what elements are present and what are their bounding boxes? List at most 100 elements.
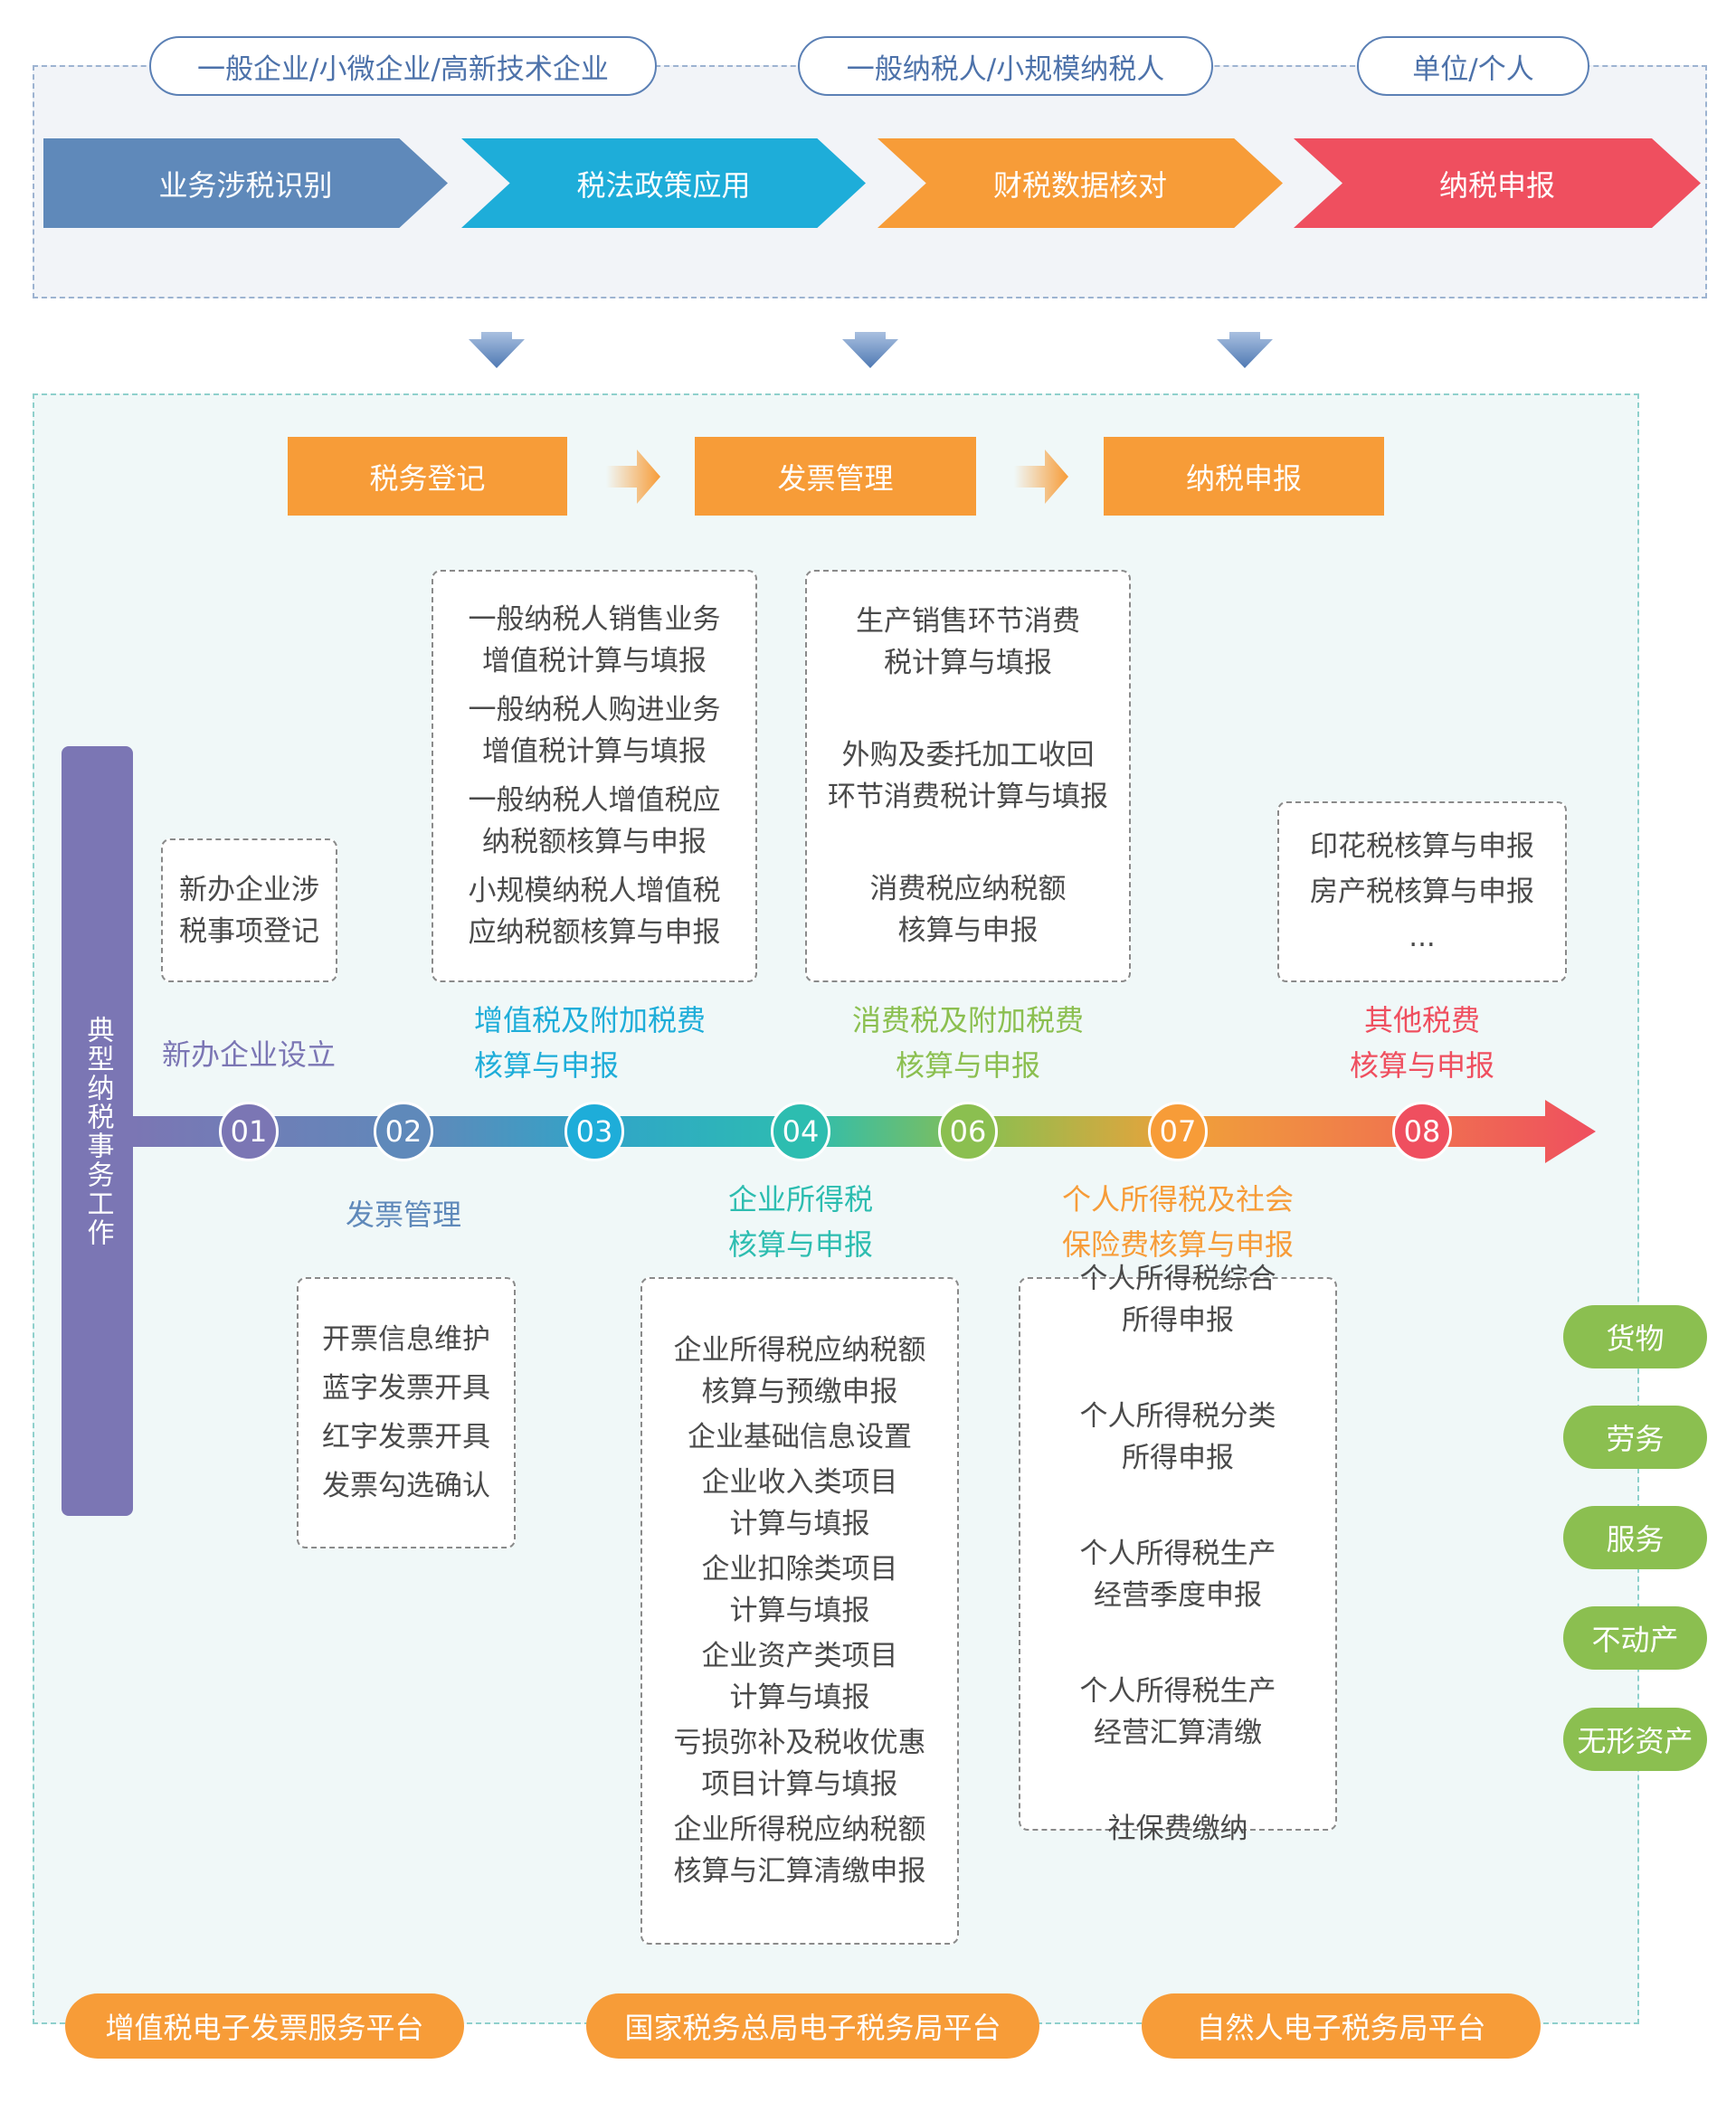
down-arrow-icon (1217, 332, 1273, 368)
timeline-label-line: 核算与申报 (895, 1048, 1040, 1083)
timeline-label-line: 核算与申报 (474, 1048, 620, 1083)
category-real-estate: 不动产 (1563, 1606, 1707, 1670)
card-item: ... (1279, 916, 1565, 958)
card-item-line: 消费税应纳税额 (869, 873, 1067, 905)
chevron-step-declare: 纳税申报 (1294, 138, 1701, 228)
card-item: 开票信息维护 (299, 1319, 514, 1360)
timeline-label-06: 消费税及附加税费核算与申报 (787, 998, 1149, 1088)
card-item-line: 经营汇算清缴 (1094, 1717, 1262, 1749)
card-item: 一般纳税人购进业务增值税计算与填报 (433, 689, 755, 772)
chevron-label: 纳税申报 (1438, 167, 1555, 203)
timeline-label-line: 新办企业设立 (161, 1037, 336, 1072)
card-item-line: 项目计算与填报 (701, 1768, 898, 1801)
card-item-line: 企业基础信息设置 (688, 1421, 912, 1453)
timeline-label-line: 核算与申报 (1349, 1048, 1494, 1083)
right-arrow-icon (1014, 450, 1068, 504)
card-item-line: 所得申报 (1122, 1442, 1234, 1474)
enterprise-type-tag: 一般企业/小微企业/高新技术企业 (149, 36, 657, 96)
card-item-line: 一般纳税人增值税应 (468, 784, 721, 817)
timeline-label-line: 核算与申报 (727, 1227, 873, 1262)
timeline-label-line: 增值税及附加税费 (474, 1003, 707, 1037)
timeline-label-line: 消费税及附加税费 (851, 1003, 1084, 1037)
card-item: 企业收入类项目计算与填报 (642, 1462, 957, 1545)
card-item-line: 外购及委托加工收回 (841, 739, 1095, 772)
card-item: 亏损弥补及税收优惠项目计算与填报 (642, 1722, 957, 1805)
card-item-line: ... (1409, 921, 1436, 953)
card-item: 企业资产类项目计算与填报 (642, 1635, 957, 1719)
card-item: 消费税应纳税额核算与申报 (807, 868, 1129, 952)
card-item-line: 计算与填报 (729, 1595, 870, 1627)
card-item: 个人所得税生产经营汇算清缴 (1020, 1671, 1335, 1754)
card-item: 企业扣除类项目计算与填报 (642, 1548, 957, 1632)
stage-tax-registration: 税务登记 (288, 437, 567, 516)
taxpayer-type-tag: 一般纳税人/小规模纳税人 (798, 36, 1213, 96)
card-item-line: 企业收入类项目 (701, 1466, 898, 1499)
card-item: 企业所得税应纳税额核算与预缴申报 (642, 1330, 957, 1413)
card-item-line: 发票勾选确认 (322, 1470, 490, 1502)
card-item-line: 企业所得税应纳税额 (673, 1813, 926, 1846)
card-item: 个人所得税生产经营季度申报 (1020, 1533, 1335, 1616)
timeline-node-06: 06 (938, 1102, 998, 1161)
card-item-line: 纳税额核算与申报 (482, 826, 707, 858)
taxpayer-type-label: 一般纳税人/小规模纳税人 (846, 52, 1165, 86)
card-item: 外购及委托加工收回环节消费税计算与填报 (807, 734, 1129, 818)
card-item: 蓝字发票开具 (299, 1368, 514, 1409)
card-item-line: 税计算与填报 (884, 647, 1052, 679)
timeline-node-08: 08 (1392, 1102, 1452, 1161)
card-item-line: 社保费缴纳 (1107, 1813, 1248, 1845)
card-item-line: 增值税计算与填报 (482, 735, 707, 768)
stage-label: 纳税申报 (1185, 460, 1302, 496)
card-item-line: 开票信息维护 (322, 1323, 490, 1356)
card-item: 印花税核算与申报 (1279, 826, 1565, 867)
platform-label: 国家税务总局电子税务局平台 (624, 2011, 1001, 2045)
card-personal-income-tax: 个人所得税综合所得申报个人所得税分类所得申报个人所得税生产经营季度申报个人所得税… (1019, 1263, 1337, 1845)
card-item-line: 蓝字发票开具 (322, 1372, 490, 1405)
platform-label: 增值税电子发票服务平台 (105, 2011, 424, 2045)
platform-label: 自然人电子税务局平台 (1196, 2011, 1486, 2045)
card-item: 小规模纳税人增值税应纳税额核算与申报 (433, 870, 755, 953)
card-item-line: 企业所得税应纳税额 (673, 1334, 926, 1367)
category-labor: 劳务 (1563, 1406, 1707, 1469)
card-item-line: 新办企业涉 (179, 873, 319, 906)
right-arrow-icon (606, 450, 660, 504)
card-item-line: 个人所得税综合 (1079, 1263, 1276, 1295)
timeline-label-01: 新办企业设立 (68, 1032, 430, 1077)
down-arrow-icon (469, 332, 525, 368)
card-item: 发票勾选确认 (299, 1465, 514, 1507)
card-item: 个人所得税分类所得申报 (1020, 1396, 1335, 1479)
platform-vat-invoice: 增值税电子发票服务平台 (65, 1993, 464, 2059)
chevron-step-verify: 财税数据核对 (877, 138, 1283, 228)
card-item-line: 一般纳税人销售业务 (468, 603, 721, 636)
card-item-line: 企业资产类项目 (701, 1640, 898, 1672)
stage-invoice-management: 发票管理 (695, 437, 976, 516)
card-item: 个人所得税综合所得申报 (1020, 1258, 1335, 1341)
timeline-label-07: 个人所得税及社会保险费核算与申报 (997, 1177, 1359, 1267)
category-label: 劳务 (1606, 1422, 1665, 1456)
timeline-label-line: 保险费核算与申报 (1061, 1227, 1294, 1262)
card-item-line: 生产销售环节消费 (856, 605, 1080, 638)
platform-etax-bureau: 国家税务总局电子税务局平台 (586, 1993, 1039, 2059)
timeline-label-line: 发票管理 (345, 1198, 461, 1232)
timeline-node-02: 02 (374, 1102, 433, 1161)
card-vat: 一般纳税人销售业务增值税计算与填报一般纳税人购进业务增值税计算与填报一般纳税人增… (432, 570, 757, 982)
card-new-enterprise: 新办企业涉税事项登记 (161, 838, 337, 982)
timeline-label-line: 个人所得税及社会 (1061, 1182, 1294, 1217)
timeline-label-line: 其他税费 (1363, 1003, 1480, 1037)
card-item-line: 企业扣除类项目 (701, 1553, 898, 1586)
card-item-line: 一般纳税人购进业务 (468, 694, 721, 726)
chevron-label: 税法政策应用 (576, 167, 751, 203)
card-item-line: 核算与申报 (897, 914, 1039, 947)
card-item-line: 环节消费税计算与填报 (828, 781, 1108, 813)
category-label: 无形资产 (1577, 1724, 1693, 1758)
side-title: 典型纳税事务工作 (81, 1015, 114, 1247)
entity-type-tag: 单位/个人 (1357, 36, 1589, 96)
chevron-label: 财税数据核对 (992, 167, 1167, 203)
category-goods: 货物 (1563, 1305, 1707, 1368)
entity-type-label: 单位/个人 (1412, 52, 1534, 86)
card-other-taxes: 印花税核算与申报房产税核算与申报... (1277, 801, 1567, 982)
timeline-node-07: 07 (1148, 1102, 1208, 1161)
timeline-label-08: 其他税费核算与申报 (1241, 998, 1603, 1088)
category-label: 货物 (1606, 1321, 1665, 1356)
card-item-line: 计算与填报 (729, 1681, 870, 1714)
card-item-line: 个人所得税生产 (1079, 1538, 1276, 1570)
